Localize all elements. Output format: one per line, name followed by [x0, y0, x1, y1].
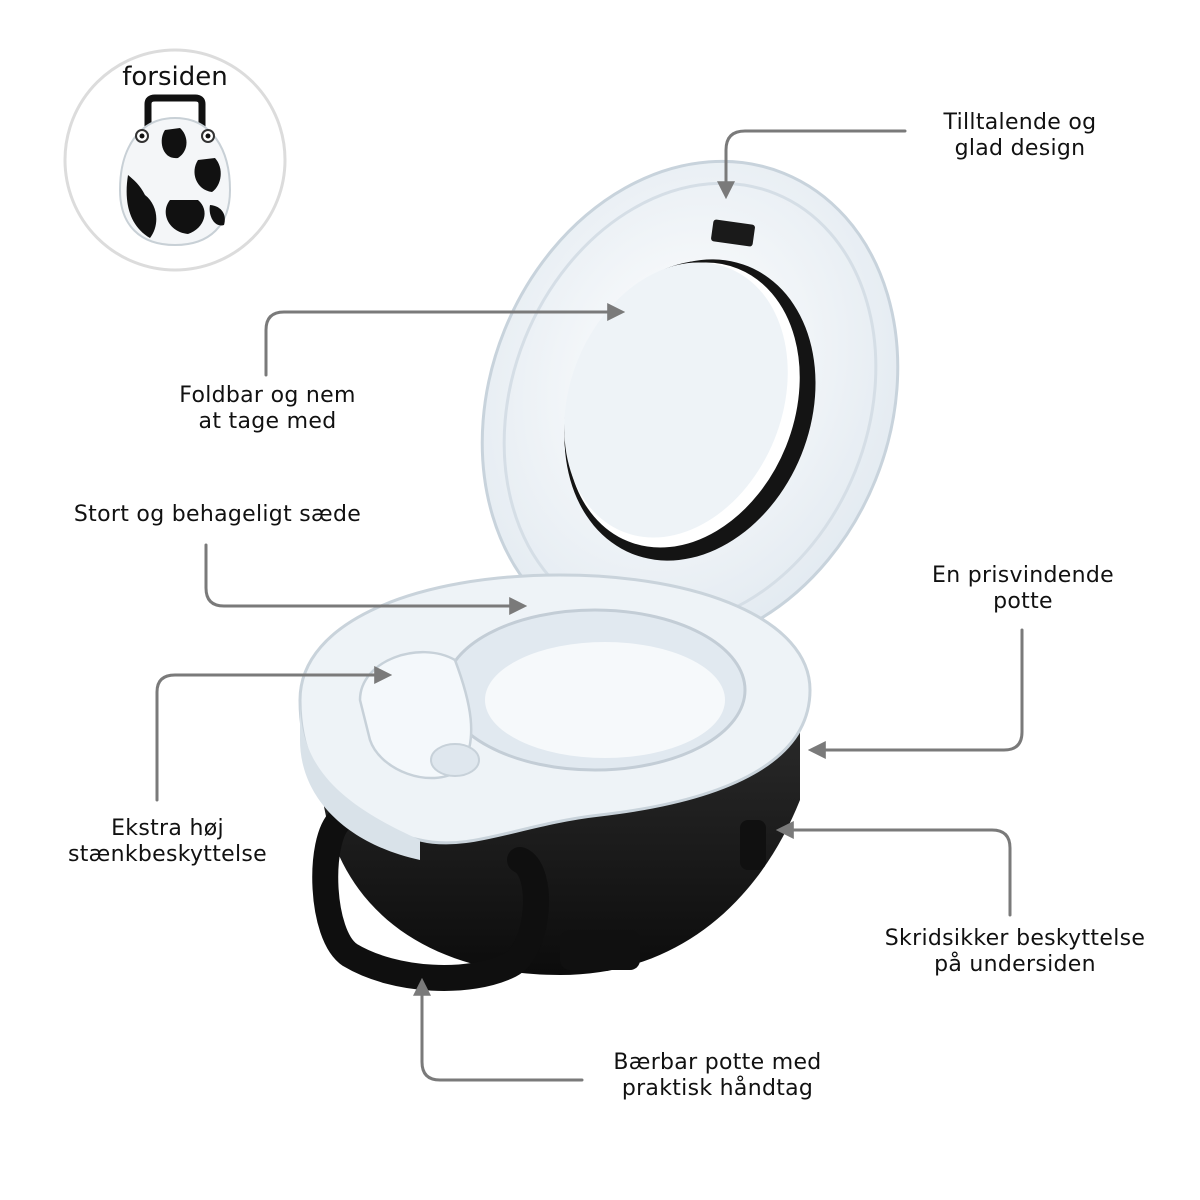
callout-design-line1: Tilltalende og	[943, 110, 1097, 135]
callout-handle-line1: Bærbar potte med	[613, 1050, 822, 1075]
connectors	[155, 129, 1024, 1082]
callout-seat-line1: Stort og behageligt sæde	[73, 502, 362, 527]
callout-splash-line2: stænkbeskyttelse	[67, 842, 267, 867]
connector-foldable	[264, 303, 626, 377]
potty-illustration	[298, 159, 900, 991]
inset-label: forsiden	[122, 62, 228, 92]
connector-nonslip	[775, 821, 1012, 917]
callout-nonslip-line1: Skridsikker beskyttelse	[884, 926, 1146, 951]
callout-handle-line2: praktisk håndtag	[621, 1076, 814, 1101]
connector-design	[717, 129, 907, 200]
callout-award-line2: potte	[993, 589, 1053, 614]
potty-lid	[480, 159, 900, 651]
potty-seat	[298, 573, 812, 860]
front-view-inset	[63, 48, 287, 272]
connector-handle	[413, 977, 584, 1082]
carry-handle	[312, 807, 549, 991]
callout-foldable: Foldbar og nem at tage med	[140, 383, 395, 435]
callout-handle: Bærbar potte med praktisk håndtag	[585, 1050, 850, 1102]
connector-seat	[204, 543, 528, 615]
callout-splash: Ekstra høj stænkbeskyttelse	[40, 816, 295, 868]
callout-nonslip-line2: på undersiden	[934, 952, 1096, 977]
callout-foldable-line2: at tage med	[198, 409, 337, 434]
callout-award-line1: En prisvindende	[932, 563, 1114, 588]
callout-seat: Stort og behageligt sæde	[40, 502, 395, 528]
callout-foldable-line1: Foldbar og nem	[179, 383, 356, 408]
cow-potty-front-icon	[118, 94, 232, 247]
callout-splash-line1: Ekstra høj	[111, 816, 224, 841]
non-slip-foot	[740, 820, 766, 870]
callout-design-line2: glad design	[954, 136, 1086, 161]
callout-design: Tilltalende og glad design	[905, 110, 1135, 162]
callout-award: En prisvindende potte	[898, 563, 1148, 615]
connector-splash	[155, 666, 393, 802]
connector-award	[807, 628, 1024, 759]
callout-nonslip: Skridsikker beskyttelse på undersiden	[855, 926, 1175, 978]
